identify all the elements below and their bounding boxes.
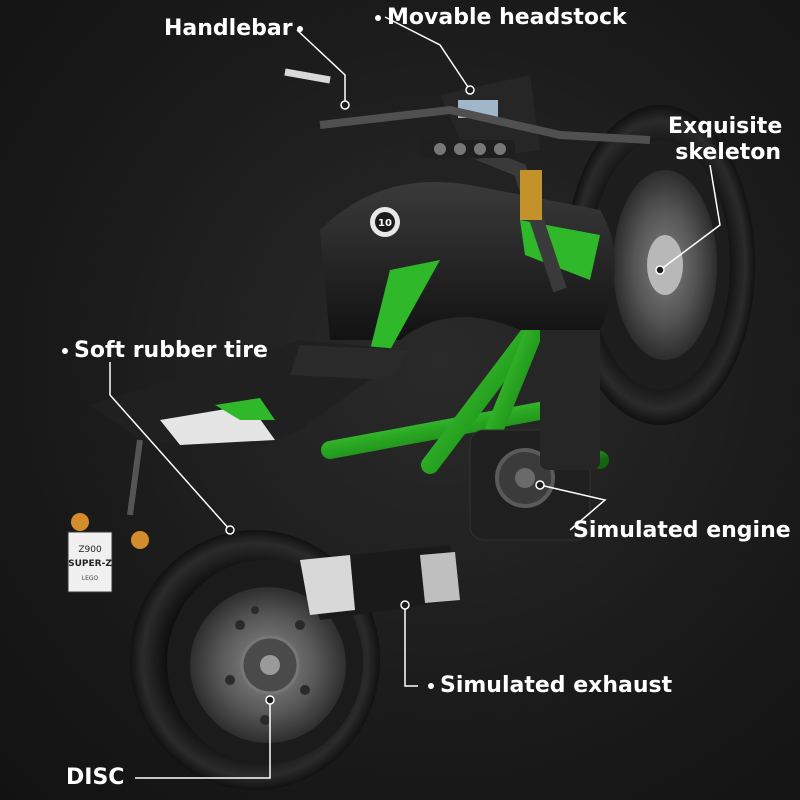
label-exhaust-text: Simulated exhaust <box>440 673 673 698</box>
label-skeleton-line2: skeleton <box>675 140 782 165</box>
label-tire-text: Soft rubber tire <box>74 338 268 363</box>
seat-tail <box>90 340 410 450</box>
label-skeleton: Exquisite skeleton <box>668 114 782 166</box>
plate-line-2: SUPER-Z <box>68 559 112 569</box>
callout-lines <box>109 16 721 779</box>
label-tire: Soft rubber tire <box>62 338 268 364</box>
label-engine: Simulated engine <box>573 518 791 544</box>
label-headstock: Movable headstock <box>375 5 627 31</box>
label-disc: DISC <box>66 765 124 791</box>
label-handlebar: Handlebar <box>164 16 303 42</box>
label-headstock-text: Movable headstock <box>387 5 627 30</box>
label-skeleton-line1: Exquisite <box>668 114 783 139</box>
label-disc-text: DISC <box>66 765 125 790</box>
label-handlebar-text: Handlebar <box>164 16 293 41</box>
rear-wheel <box>130 530 380 790</box>
tank-badge: 10 <box>378 218 392 229</box>
fuel-tank <box>320 182 615 350</box>
engine-block <box>469 320 600 541</box>
exhaust-pipe <box>300 545 460 620</box>
label-engine-text: Simulated engine <box>573 518 791 543</box>
plate-line-3: LEGO <box>82 575 99 582</box>
bullet-dot <box>296 26 303 32</box>
front-assembly <box>284 68 651 293</box>
license-plate-assembly <box>67 439 149 593</box>
bullet-dot <box>375 15 381 21</box>
bullet-dot <box>428 683 434 689</box>
plate-line-1: Z900 <box>78 545 102 555</box>
bullet-dot <box>62 348 68 354</box>
front-wheel <box>565 105 755 425</box>
label-exhaust: Simulated exhaust <box>428 673 672 699</box>
